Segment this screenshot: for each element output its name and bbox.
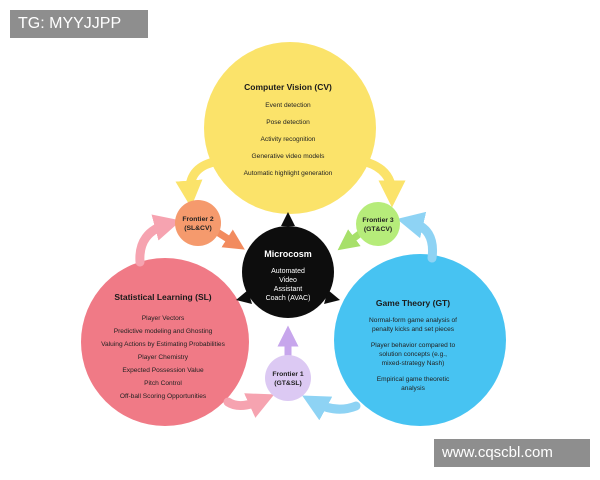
frontier2-label: Frontier 2 [182,216,214,223]
sl-item: Valuing Actions by Estimating Probabilit… [101,341,225,348]
watermark-bottom: www.cqscbl.com [434,439,590,467]
gt-item-line: analysis [401,385,426,392]
arrow-sl-to-frontier2 [135,214,182,267]
frontier1-circle [265,355,311,401]
watermark-top: TG: MYYJJPP [10,10,148,38]
cv-title: Computer Vision (CV) [244,82,332,92]
arrow-gt-to-frontier3 [396,211,438,263]
arrow-cv-to-frontier3 [361,157,406,208]
core-line: Coach (AVAC) [266,295,311,302]
sl-item: Player Vectors [142,315,185,322]
frontier3-circle [356,202,400,246]
sl-item: Expected Possession Value [122,367,204,374]
frontier3-label: Frontier 3 [362,217,394,224]
sl-circle [81,258,249,426]
cv-item: Pose detection [266,119,310,126]
cv-item: Event detection [265,102,311,109]
gt-item-line: Normal-form game analysis of [369,317,457,324]
core-line: Video [279,277,297,284]
cv-item: Automatic highlight generation [244,170,333,177]
core-arrow-right [324,290,340,304]
frontier1-label: Frontier 1 [272,371,304,378]
gt-item-line: solution concepts (e.g., [379,351,447,358]
frontier2-circle [175,200,221,246]
core-arrow-left [236,290,252,304]
cv-circle [204,42,376,214]
gt-item-line: mixed-strategy Nash) [382,360,445,367]
cv-item: Generative video models [252,153,326,160]
sl-item: Predictive modeling and Ghosting [114,328,213,335]
sl-item: Pitch Control [144,380,182,387]
gt-item-line: Player behavior compared to [371,342,456,349]
sl-item: Off-ball Scoring Opportunities [120,393,207,400]
gt-circle [334,254,506,426]
sl-item: Player Chemistry [138,354,189,361]
frontier2-sublabel: (SL&CV) [184,225,212,232]
core-title: Microcosm [264,249,312,259]
arrow-gt-to-frontier1 [302,395,361,421]
frontier3-sublabel: (GT&CV) [364,226,392,233]
gt-title: Game Theory (GT) [376,298,450,308]
sl-title: Statistical Learning (SL) [114,292,211,302]
gt-item-line: penalty kicks and set pieces [372,326,455,333]
core-arrow-up [281,212,295,226]
arrow-sl-to-frontier1 [223,393,275,418]
core-circle [242,226,334,318]
arrow-cv-to-frontier2 [175,157,219,208]
core-line: Automated [271,268,305,275]
frontier1-sublabel: (GT&SL) [274,380,302,387]
core-line: Assistant [274,286,302,293]
cv-item: Activity recognition [261,136,316,143]
gt-item-line: Empirical game theoretic [377,376,450,383]
